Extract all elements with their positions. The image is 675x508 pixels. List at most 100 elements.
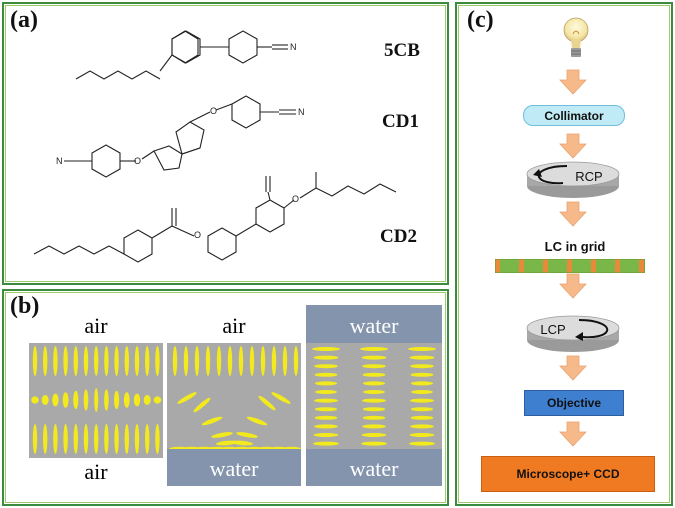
cell2-lc-diagram — [167, 343, 301, 455]
mesogen — [360, 347, 388, 351]
mesogen — [52, 393, 59, 407]
mesogen — [114, 424, 119, 454]
mesogen — [362, 381, 386, 386]
mesogen — [361, 355, 387, 360]
mesogen — [227, 346, 233, 376]
objective-box: Objective — [524, 390, 624, 416]
mesogen — [362, 424, 386, 429]
mesogen — [63, 346, 68, 376]
mesogen — [104, 424, 109, 454]
panel-c: (c) Collimator — [455, 2, 673, 506]
mesogen — [314, 364, 338, 369]
mesogen — [410, 372, 434, 377]
mesogen — [314, 424, 338, 429]
mesogen — [32, 424, 38, 454]
mesogen — [104, 346, 109, 376]
mesogen — [205, 346, 211, 376]
mesogen — [410, 407, 434, 412]
mesogen — [155, 424, 160, 454]
mesogen — [410, 415, 434, 420]
compound-label-cd1: CD1 — [382, 111, 419, 132]
mesogen — [73, 390, 79, 410]
polarizer-disk-icon — [526, 161, 620, 198]
cell3-bottom-water-region — [306, 449, 442, 486]
svg-text:O: O — [292, 194, 299, 204]
polarizer-disk-icon — [526, 315, 620, 352]
light-bulb-icon — [563, 17, 589, 57]
mesogen — [94, 388, 99, 412]
cell1-top-label: air — [84, 313, 108, 338]
mesogen — [32, 346, 38, 376]
svg-text:O: O — [134, 156, 141, 166]
structure-5cb — [75, 30, 288, 80]
mesogen — [104, 389, 109, 411]
mesogen — [313, 355, 339, 360]
compound-label-5cb: 5CB — [384, 40, 420, 61]
mesogen — [314, 415, 338, 420]
mesogen — [361, 433, 387, 437]
mesogen — [231, 440, 253, 446]
mesogen — [177, 392, 197, 404]
panel-c-label: (c) — [467, 7, 494, 33]
mesogen — [134, 346, 140, 376]
rcp-label: RCP — [575, 168, 603, 184]
cell3-lc-diagram — [306, 343, 442, 449]
collimator-label: Collimator — [544, 108, 604, 123]
mesogen — [362, 372, 386, 377]
down-arrow-icon — [559, 355, 587, 381]
mesogen — [201, 416, 223, 426]
mesogen — [238, 346, 244, 376]
mesogen — [124, 346, 129, 376]
mesogen — [73, 346, 78, 376]
mesogen — [83, 424, 89, 454]
mesogen — [73, 424, 78, 454]
panel-b: (b) air air air water water water — [2, 289, 449, 506]
mesogen — [145, 346, 150, 376]
mesogen — [362, 407, 386, 412]
panel-a: (a) — [2, 2, 449, 285]
down-arrow-icon — [559, 273, 587, 299]
svg-text:N: N — [56, 156, 63, 166]
mesogen — [293, 346, 299, 376]
mesogen — [362, 415, 386, 420]
flow-arrows — [559, 69, 587, 447]
lcp-label: LCP — [540, 321, 566, 337]
rotation-arrow-icon — [537, 165, 568, 185]
mesogen — [155, 346, 160, 376]
lc-in-grid-label: LC in grid — [544, 238, 606, 254]
mesogen — [282, 346, 288, 376]
cell2-top-label: air — [222, 313, 246, 338]
panel-a-label: (a) — [10, 7, 38, 33]
cell2-bottom-label: water — [209, 456, 259, 481]
mesogen — [114, 346, 119, 376]
down-arrow-icon — [559, 421, 587, 447]
svg-text:O: O — [210, 106, 217, 116]
mesogen — [361, 398, 387, 403]
mesogen — [362, 364, 386, 369]
mesogen — [133, 393, 141, 407]
cell3-top-water-region — [306, 305, 442, 343]
mesogen — [271, 346, 277, 376]
mesogen — [124, 424, 129, 454]
mesogen — [410, 390, 434, 394]
mesogen — [314, 372, 338, 377]
cell2-water-region — [167, 449, 301, 486]
mesogen — [94, 424, 99, 454]
mesogen — [409, 433, 435, 437]
mesogen — [41, 395, 49, 405]
mesogen — [43, 346, 48, 376]
mesogen — [114, 390, 120, 410]
mesogen — [260, 346, 266, 376]
mesogen — [145, 424, 150, 454]
mesogen — [362, 390, 386, 394]
cell3-top-label: water — [349, 313, 399, 338]
mesogen — [246, 416, 268, 426]
mesogen — [153, 396, 162, 404]
rotation-arrow-icon — [578, 319, 609, 339]
down-arrow-icon — [559, 201, 587, 227]
mesogen — [216, 346, 222, 376]
mesogen — [143, 395, 151, 405]
mesogen — [193, 397, 211, 413]
objective-label: Objective — [546, 396, 602, 410]
down-arrow-icon — [559, 133, 587, 159]
